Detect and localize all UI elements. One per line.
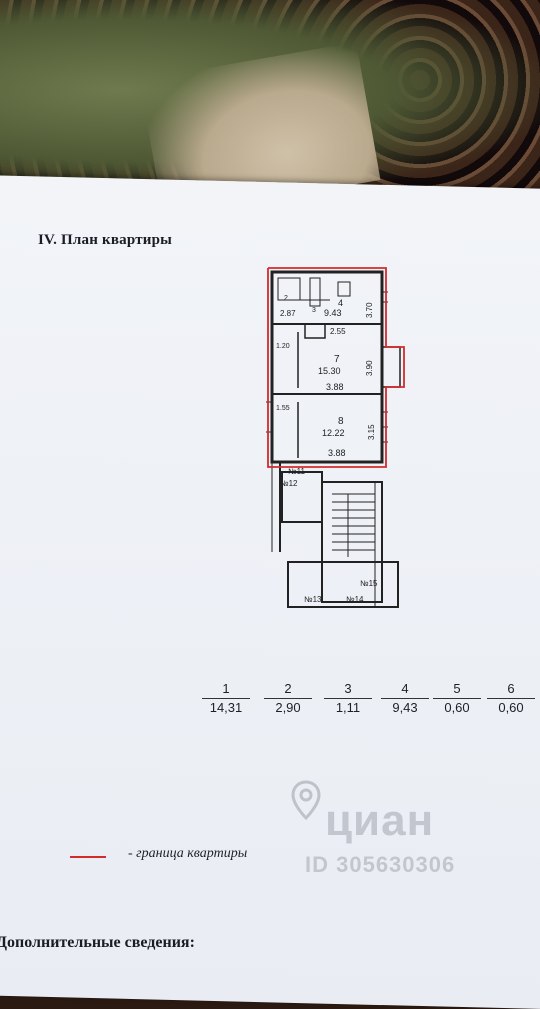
plan-label-room8-area: 12.22 [322, 428, 345, 438]
area-value: 1,11 [335, 700, 361, 715]
area-room-number: 3 [344, 681, 352, 696]
plan-label-small3: 3 [312, 307, 316, 314]
area-column: 2 2,90 [262, 680, 314, 717]
legend-boundary-swatch [70, 856, 106, 858]
plan-label-room7: 7 [334, 354, 340, 365]
fraction-line [324, 698, 372, 699]
plan-label-room4-dim1: 2.87 [280, 309, 296, 318]
fraction-line [433, 698, 481, 699]
area-column: 1 14,31 [200, 680, 252, 717]
plan-label-room4: 4 [338, 298, 343, 308]
plan-label-small2: 2 [284, 295, 288, 302]
area-value: 9,43 [392, 700, 418, 715]
extra-info-heading: Дополнительные сведения: [0, 934, 195, 951]
area-column: 5 0,60 [431, 680, 483, 717]
area-value: 14,31 [209, 700, 243, 715]
plan-label-room4-dim3: 3.70 [365, 302, 374, 318]
plan-label-n14: №14 [346, 595, 364, 604]
plan-label-n13: №13 [304, 595, 322, 604]
plan-windows [266, 291, 388, 443]
fraction-line [264, 698, 312, 699]
area-value: 0,60 [444, 700, 470, 715]
plan-label-room7-dim3: 1.20 [276, 343, 290, 350]
plan-label-room4-dim2: 2.55 [330, 327, 346, 336]
plan-stairs [332, 493, 375, 557]
plan-label-room4-area: 9.43 [324, 308, 342, 318]
area-value: 2,90 [275, 700, 301, 715]
location-pin-icon [291, 780, 321, 820]
fraction-line [202, 698, 250, 699]
watermark-id: ID 305630306 [305, 852, 456, 877]
plan-label-room8-dim1: 3.88 [328, 448, 346, 458]
apartment-floor-plan: 4 9.43 2.87 2.55 3.70 2 3 7 15.30 3.88 3… [266, 267, 405, 608]
legend-text: - граница квартиры [128, 846, 248, 861]
area-room-number: 1 [222, 681, 230, 696]
plan-walls [270, 270, 401, 608]
area-column: 6 0,60 [485, 680, 537, 717]
plan-label-n15: №15 [360, 579, 378, 588]
plan-label-room8-dim3: 1.55 [276, 405, 290, 412]
area-room-number: 4 [401, 681, 409, 696]
room-area-table: 1 14,31 2 2,90 3 1,11 4 9,43 5 0,60 6 0,… [195, 680, 540, 720]
section-title: IV. План квартиры [38, 232, 173, 248]
area-column: 4 9,43 [379, 680, 431, 717]
area-room-number: 5 [453, 681, 461, 696]
plan-label-room7-dim2: 3.90 [365, 360, 374, 376]
watermark-brand: циан [325, 796, 435, 845]
area-room-number: 2 [284, 681, 292, 696]
fraction-line [487, 698, 535, 699]
cian-watermark: циан ID 305630306 [285, 778, 525, 888]
plan-label-n11: №11 [288, 467, 305, 476]
apartment-boundary [267, 267, 405, 468]
fraction-line [381, 698, 429, 699]
area-room-number: 6 [507, 681, 515, 696]
plan-label-room8-dim2: 3.15 [367, 424, 376, 440]
plan-label-n12: №12 [280, 479, 298, 488]
plan-label-room8: 8 [338, 416, 344, 427]
plan-label-room7-area: 15.30 [318, 366, 341, 376]
area-column: 3 1,11 [322, 680, 374, 717]
area-value: 0,60 [498, 700, 524, 715]
plan-label-room7-dim1: 3.88 [326, 382, 344, 392]
